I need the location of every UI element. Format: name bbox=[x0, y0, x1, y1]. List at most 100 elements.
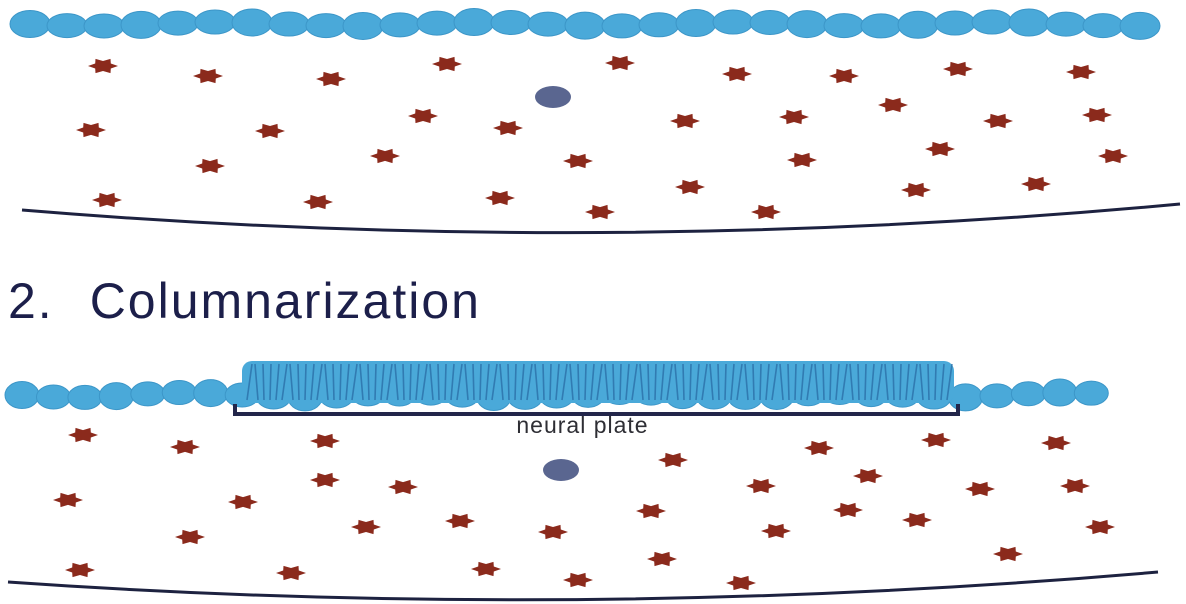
mesenchyme-cell-icon bbox=[432, 56, 462, 72]
columnar-cell-boundary bbox=[647, 363, 650, 401]
neural-plate-columnar-cells bbox=[242, 361, 954, 403]
neural-plate-bracket bbox=[233, 404, 960, 416]
ectoderm-cell-icon bbox=[1042, 378, 1078, 407]
columnar-cell-boundary bbox=[695, 363, 700, 401]
mesenchyme-cell-icon bbox=[255, 123, 285, 139]
mesenchyme-cell-icon bbox=[563, 153, 593, 169]
mesenchyme-cell-icon bbox=[722, 66, 752, 82]
columnar-cell-boundary bbox=[316, 363, 323, 401]
ectoderm-cell-icon bbox=[527, 11, 569, 37]
columnar-cell-boundary bbox=[421, 363, 428, 401]
columnar-cell-boundary bbox=[905, 363, 910, 401]
mesenchyme-cell-icon bbox=[761, 523, 791, 539]
ectoderm-cell-icon bbox=[193, 379, 229, 408]
mesenchyme-cell-icon bbox=[310, 433, 340, 449]
mesenchyme-cell-icon bbox=[316, 71, 346, 87]
columnar-cell-boundary bbox=[822, 363, 825, 401]
columnar-cell-boundary bbox=[884, 363, 889, 401]
ectoderm-layer bbox=[9, 8, 1161, 40]
columnar-cell-boundary bbox=[590, 363, 595, 401]
columnar-cell-boundary bbox=[876, 363, 883, 401]
mesenchyme-cell-icon bbox=[726, 575, 756, 591]
mesenchyme-cell-icon bbox=[670, 113, 700, 129]
ectoderm-cell-icon bbox=[823, 13, 865, 39]
mesenchyme-cell-icon bbox=[605, 55, 635, 71]
mesenchyme-cell-icon bbox=[538, 524, 568, 540]
columnar-cell-boundary bbox=[724, 363, 727, 401]
columnar-cell-boundary bbox=[456, 363, 463, 401]
mesenchyme-cell-icon bbox=[193, 68, 223, 84]
mesenchyme-cell-icon bbox=[585, 204, 615, 220]
mesenchyme-cell-icon bbox=[175, 529, 205, 545]
stage-1-panel bbox=[9, 8, 1181, 235]
columnar-cell-boundary bbox=[479, 363, 482, 401]
columnar-cell-boundary bbox=[269, 363, 272, 401]
mesenchyme-cell-icon bbox=[746, 478, 776, 494]
mesenchyme-cell-icon bbox=[751, 204, 781, 220]
columnar-cell-boundary bbox=[555, 363, 560, 401]
columnar-cell-boundary bbox=[759, 363, 762, 401]
columnar-cell-boundary bbox=[927, 363, 930, 401]
ectoderm-cell-icon bbox=[416, 10, 458, 36]
columnar-cell-boundary bbox=[919, 363, 924, 401]
columnar-cell-boundary bbox=[835, 363, 840, 401]
basal-membrane-line bbox=[7, 570, 1159, 602]
columnar-cell-boundary bbox=[304, 363, 307, 401]
columnar-cell-boundary bbox=[717, 363, 720, 401]
columnar-cell-boundary bbox=[654, 363, 657, 401]
columnar-cell-boundary bbox=[561, 363, 568, 401]
columnar-cell-boundary bbox=[246, 363, 253, 401]
mesenchyme-cell-icon bbox=[68, 427, 98, 443]
ectoderm-cell-icon bbox=[564, 11, 606, 40]
columnar-cell-boundary bbox=[736, 363, 743, 401]
mesenchyme-cell-icon bbox=[445, 513, 475, 529]
ectoderm-cell-icon bbox=[157, 10, 199, 36]
mesenchyme-cell-icon bbox=[658, 452, 688, 468]
columnar-cell-boundary bbox=[437, 363, 440, 401]
columnar-cell-boundary bbox=[946, 363, 953, 401]
columnar-cell-boundary bbox=[841, 363, 848, 401]
mesenchyme-cell-icon bbox=[829, 68, 859, 84]
mesenchyme-cell-icon bbox=[965, 481, 995, 497]
ectoderm-cell-icon bbox=[4, 381, 40, 409]
notochord-cell-icon bbox=[543, 459, 579, 481]
ectoderm-cell-icon bbox=[1008, 8, 1050, 37]
columnar-cell-boundary bbox=[584, 363, 587, 401]
columnar-cell-boundary bbox=[814, 363, 819, 401]
ectoderm-cell-icon bbox=[1073, 380, 1109, 406]
mesenchyme-cell-icon bbox=[1082, 107, 1112, 123]
ectoderm-cell-icon bbox=[268, 11, 310, 37]
columnar-cell-boundary bbox=[794, 363, 797, 401]
ectoderm-cell-icon bbox=[130, 381, 166, 407]
mesenchyme-cell-icon bbox=[53, 492, 83, 508]
columnar-cell-boundary bbox=[402, 363, 405, 401]
columnar-cell-boundary bbox=[491, 363, 498, 401]
mesenchyme-cell-icon bbox=[471, 561, 501, 577]
columnar-cell-boundary bbox=[806, 363, 813, 401]
mesenchyme-cell-icon bbox=[787, 152, 817, 168]
columnar-cell-boundary bbox=[631, 363, 638, 401]
ectoderm-cell-icon bbox=[35, 384, 71, 410]
columnar-cell-boundary bbox=[709, 363, 714, 401]
ectoderm-cell-icon bbox=[971, 9, 1013, 35]
mesenchyme-cell-icon bbox=[92, 192, 122, 208]
mesenchyme-cell-icon bbox=[983, 113, 1013, 129]
mesenchyme-cell-icon bbox=[310, 472, 340, 488]
ectoderm-cell-icon bbox=[1045, 11, 1087, 37]
columnar-cell-boundary bbox=[520, 363, 525, 401]
mesenchyme-cell-icon bbox=[901, 182, 931, 198]
columnar-cell-boundary bbox=[499, 363, 504, 401]
ectoderm-cell-icon bbox=[305, 13, 347, 39]
mesenchyme-cell-icon bbox=[921, 432, 951, 448]
columnar-cell-boundary bbox=[310, 363, 315, 401]
columnar-cell-boundary bbox=[542, 363, 545, 401]
ectoderm-cell-icon bbox=[897, 10, 939, 39]
columnar-cell-boundary bbox=[464, 363, 469, 401]
columnar-cell-boundary bbox=[639, 363, 644, 401]
notochord-cell-icon bbox=[535, 86, 571, 108]
columnar-cell-boundary bbox=[857, 363, 860, 401]
ectoderm-cell-icon bbox=[675, 9, 717, 38]
mesenchyme-cell-icon bbox=[195, 158, 225, 174]
mesenchyme-cell-icon bbox=[563, 572, 593, 588]
columnar-cell-boundary bbox=[289, 363, 294, 401]
